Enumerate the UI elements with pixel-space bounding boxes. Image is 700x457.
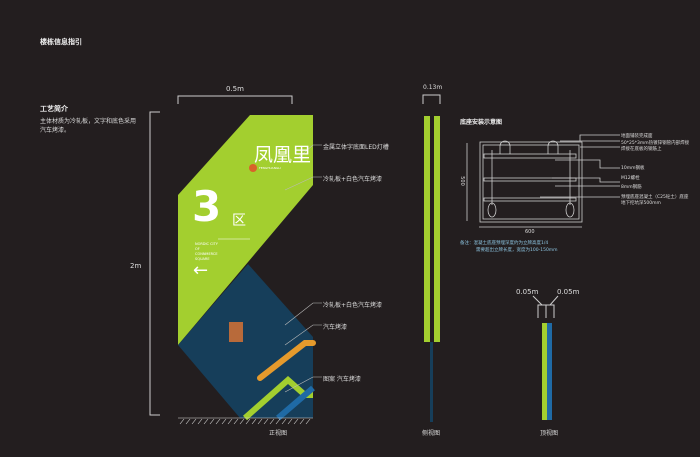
callout-paint: 汽车烤漆 [323,324,348,331]
callout-panel-top: 冷轧板+白色汽车烤漆 [323,176,383,183]
sign-navy-panel [178,264,313,418]
foundation-callout: M12螺栓 [621,176,640,181]
foundation-callout: 地下挖坑深500mm [621,201,661,206]
front-dimension-lines [149,95,293,416]
logo-subtitle: FENGHUANGLI [259,166,281,170]
foundation-callout: 预埋底座混凝土（C25砼土）底座 [621,195,689,200]
orange-stripe [257,340,316,381]
callout-panel-bottom: 冷轧板+白色汽车烤漆 [323,302,383,309]
top-view-caption: 顶视图 [540,430,559,437]
callout-leaders [284,144,322,393]
intro-heading: 工艺简介 [40,105,68,113]
intro-text-1: 主体材质为冷轧板，文字和底色采用 [40,118,137,125]
foundation-callout: 焊接在底板的钢筋上 [621,147,662,152]
foundation-diagram [466,134,620,228]
side-view-caption: 侧视图 [422,430,441,437]
english-line: OF [195,247,200,251]
top-blue [547,323,552,420]
callout-pattern: 图案 汽车烤漆 [323,376,361,383]
ground-hatch [178,417,313,425]
callout-led: 金属立体字底面LED灯槽 [323,144,389,151]
side-width-label: 0.13m [423,84,443,91]
top-green [542,323,547,420]
english-line: SQUARE [195,257,210,261]
foundation-note-1: 备注：混凝土底座预埋深度约为立牌高度1/4 [460,241,549,246]
logo-seal [249,164,257,172]
front-height-label: 2m [130,262,142,270]
side-green-left [424,116,430,342]
foundation-callout: 8mm钢筋 [621,185,642,190]
zone-number: 3 [192,182,222,231]
arrow-left-icon: ← [193,260,209,281]
side-dimension [422,94,441,104]
top-dimension [532,295,559,318]
intro-text-2: 汽车烤漆。 [40,127,71,134]
page-title: 楼栋信息指引 [40,38,82,46]
front-width-label: 0.5m [226,85,244,93]
blue-stripe [276,385,315,421]
top-left-label: 0.05m [516,288,539,296]
front-view-caption: 正视图 [269,430,288,437]
sign-green-panel [178,115,313,345]
english-name: NORDIC CITY OF CONNMERCE SQUARE [195,242,218,262]
copper-plaque [229,322,243,342]
logo-text: 凤凰里 [254,144,312,166]
side-green-right [434,116,440,342]
foundation-callout: 10mm钢板 [621,166,645,171]
english-line: CONNMERCE [195,252,218,256]
foundation-height: 500 [458,176,465,186]
foundation-callout: 50*25*3mm热镀锌钢管内部焊接 [621,141,690,146]
english-line: NORDIC CITY [195,242,218,246]
top-right-label: 0.05m [557,288,580,296]
foundation-title: 底座安装示意图 [460,119,503,126]
foundation-width: 600 [525,229,535,235]
side-base [430,342,433,422]
foundation-callout: 地面铺装完成面 [621,134,653,139]
zone-char: 区 [232,213,246,229]
foundation-note-2: 需要超出立牌长度，宽度为100-150mm [476,248,558,253]
